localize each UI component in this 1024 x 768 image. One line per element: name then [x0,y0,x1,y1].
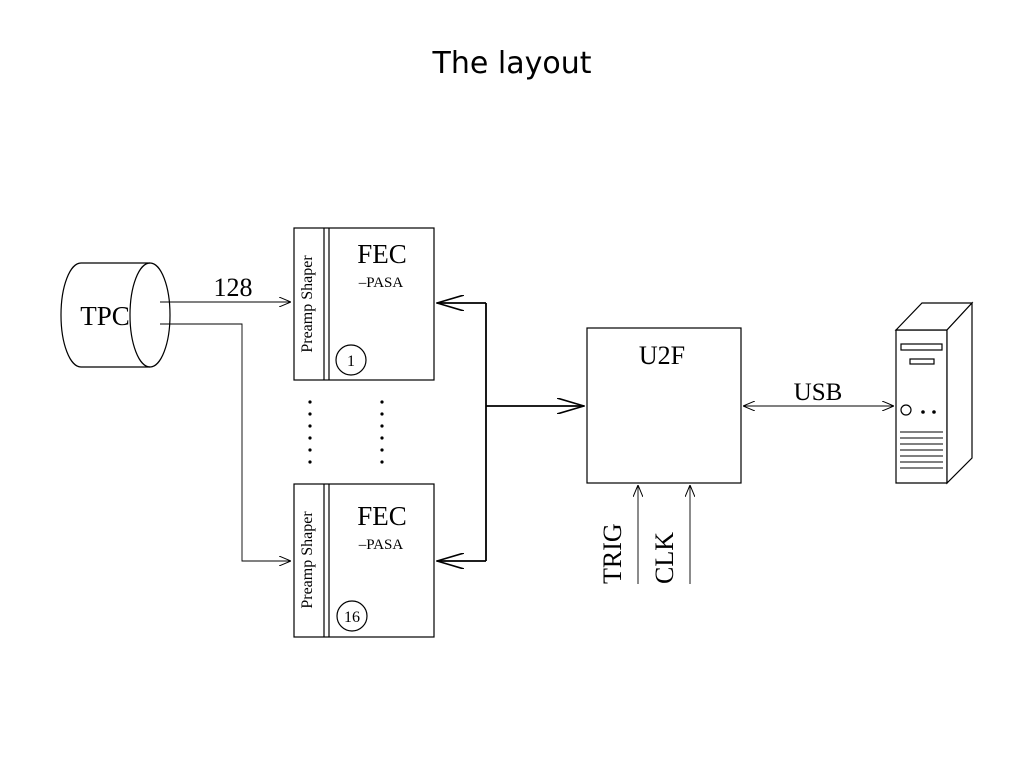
fec16-subtitle: –PASA [358,537,404,553]
desktop-tower-icon [894,301,974,485]
fec-board-16: Preamp Shaper FEC –PASA 16 [293,483,435,638]
usb-label: USB [794,379,843,406]
trig-label: TRIG [598,523,627,584]
fec-bus [437,303,584,561]
slide-title: The layout [432,46,592,81]
fec1-title: FEC [357,239,407,269]
fec16-side-label: Preamp Shaper [299,511,316,609]
ellipsis-dots [308,400,384,464]
fec16-number: 16 [344,609,360,626]
fec-board-1: Preamp Shaper FEC –PASA 1 [293,227,435,381]
fec1-side-label: Preamp Shaper [299,255,316,353]
clk-label: CLK [650,532,679,584]
fec1-number: 1 [347,353,355,370]
u2f-label: U2F [639,341,685,370]
tpc-to-fec16-arrow [160,323,290,561]
u2f-box [586,327,742,484]
fec16-title: FEC [357,501,407,531]
tpc-label: TPC [80,301,130,331]
channel-count-label: 128 [214,273,253,302]
fec1-subtitle: –PASA [358,275,404,291]
tpc-cylinder-icon [60,262,171,368]
